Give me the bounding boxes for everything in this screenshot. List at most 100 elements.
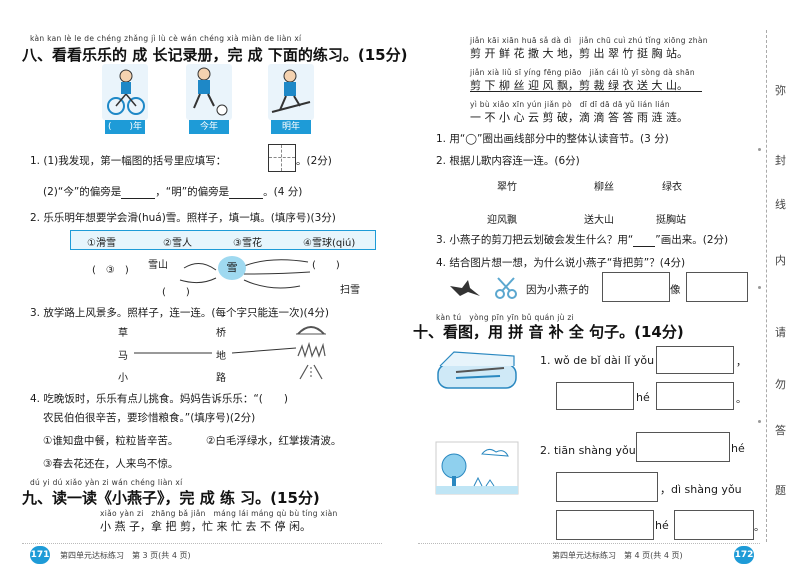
gutter-dot: [758, 286, 761, 289]
s10-q2-period: 。: [754, 521, 765, 533]
s10-q1-answer-1[interactable]: [656, 346, 734, 374]
snow-connector-lines: [179, 259, 311, 289]
q8-2-options-bar: ①滑雪 ②雪人 ③雪花 ④雪球(qiú): [70, 230, 376, 250]
q8-1b-text-a: (2)“今”的偏旁是: [43, 186, 122, 198]
scissors-icon: [494, 276, 518, 300]
s10-q1-comma: ，: [736, 356, 747, 368]
s10-q1-answer-3[interactable]: [656, 382, 734, 410]
q9-3-text-a: 3. 小燕子的剪刀把云划破会发生什么？用“: [436, 234, 634, 246]
gutter-dot: [758, 420, 761, 423]
q8-3-left-3: 小: [118, 373, 128, 384]
q8-1b-text-c: 。(4 分): [263, 186, 303, 198]
bridge-picture: [296, 320, 326, 336]
poem-underline: [470, 91, 702, 92]
gutter-char-1: 弥: [775, 84, 786, 97]
q8-3-text: 3. 放学路上风景多。照样子，连一连。(每个字只能连一次)(4分): [30, 307, 329, 319]
poem-line-1-pinyin: jiǎn kāi xiān huā sǎ dà dì jiǎn chū cuì …: [470, 36, 708, 45]
underline-sample: [633, 234, 656, 247]
q8-3-mid-3: 路: [216, 373, 226, 384]
q9-2-top-3: 绿衣: [662, 182, 682, 193]
q8-3-left-1: 草: [118, 328, 128, 339]
answer-box-feature[interactable]: [602, 272, 670, 302]
gutter-char-2: 封: [775, 154, 786, 167]
s10-q2-answer-2[interactable]: [556, 472, 658, 502]
q8-1a-text: 1. (1)我发现，第一幅图的括号里应填写：: [30, 155, 227, 167]
s10-q1-label: 1. wǒ de bǐ dài lǐ yǒu: [540, 354, 655, 367]
s8-title: 八、看看乐乐的 成 长记录册，完 成 下面的练习。(15分): [22, 46, 408, 64]
s9-pinyin: dú yi dú xiǎo yàn zi wán chéng liàn xí: [30, 478, 183, 487]
option-4: ④雪球(qiú): [303, 238, 356, 249]
q8-1a-score: 。(2分): [296, 155, 332, 167]
s10-q2-he2: hé: [655, 519, 669, 532]
poem-line-0-pinyin: xiǎo yàn zi zhāng bǎ jiǎn máng lái máng …: [100, 509, 338, 518]
gutter-char-3: 线: [775, 198, 786, 211]
radical-ming-blank[interactable]: [229, 186, 264, 199]
poem-line-3: 一 不 小 心 云 剪 破，滴 滴 答 答 雨 涟 涟。: [470, 111, 688, 124]
q9-2-bottom-1: 迎风飘: [487, 215, 517, 226]
poem-line-2-pinyin: jiǎn xià liǔ sī yíng fēng piāo jiǎn cái …: [470, 68, 695, 77]
s10-title: 十、看图，用 拼 音 补 全 句子。(14分): [413, 323, 684, 341]
right-footer-text: 第四单元达标练习 第 4 页(共 4 页): [552, 551, 683, 560]
q9-4-like: 像: [670, 284, 681, 296]
grass-picture: [296, 341, 326, 358]
q9-2-bottom-2: 送大山: [584, 215, 614, 226]
q8-2-paren-right[interactable]: ( ): [312, 260, 340, 271]
s10-q2-label: 2. tiān shàng yǒu: [540, 444, 636, 457]
gutter-char-8: 题: [775, 484, 786, 497]
right-page-number: 172: [734, 546, 754, 564]
left-footer-text: 第四单元达标练习 第 3 页(共 4 页): [60, 551, 191, 560]
q9-2-text: 2. 根据儿歌内容连一连。(6分): [436, 155, 580, 167]
poem-line-0: 小 燕 子，拿 把 剪，忙 来 忙 去 不 停 闲。: [100, 520, 311, 533]
s8-pinyin: kàn kan lè le de chéng zhǎng jì lù cè wá…: [30, 34, 302, 43]
road-picture: [296, 364, 326, 380]
q9-2-top-1: 翠竹: [497, 182, 517, 193]
poem-line-1: 剪 开 鲜 花 撒 大 地，剪 出 翠 竹 挺 胸 站。: [470, 47, 688, 60]
poem-line-2: 剪 下 柳 丝 迎 风 飘，剪 裁 绿 衣 送 大 山。: [470, 79, 688, 92]
radical-jin-blank[interactable]: [121, 186, 156, 199]
s10-q2-answer-3[interactable]: [556, 510, 654, 540]
snow-center-blob: 雪: [218, 256, 246, 280]
s10-q1-answer-2[interactable]: [556, 382, 634, 410]
option-2: ②雪人: [163, 238, 192, 249]
s9-title: 九、读一读《小燕子》，完 成 练 习。(15分): [22, 489, 320, 507]
tianzige-box[interactable]: [268, 144, 296, 172]
s10-q2-answer-1[interactable]: [636, 432, 730, 462]
q8-3-mid-1: 桥: [216, 328, 226, 339]
q9-3-line: 3. 小燕子的剪刀把云划破会发生什么？用“ ”画出来。(2分): [436, 232, 728, 247]
q8-3-left-2: 马: [118, 351, 128, 362]
gutter-char-7: 答: [775, 424, 786, 437]
gutter-dot: [758, 148, 761, 151]
q8-4-line1: 4. 吃晚饭时，乐乐有点儿挑食。妈妈告诉乐乐：“( ): [30, 393, 288, 405]
q8-1b-line: (2)“今”的偏旁是 ，“明”的偏旁是 。(4 分): [43, 184, 302, 199]
q8-2-paren-bottom[interactable]: ( ): [162, 287, 190, 298]
s10-q1-he: hé: [636, 391, 650, 404]
snow-center-char: 雪: [226, 261, 238, 274]
caption-year-blank: ( )年: [105, 120, 145, 134]
poem-line-3-pinyin: yì bù xiǎo xīn yún jiǎn pò dī dī dā dā y…: [470, 100, 670, 109]
left-page-number-text: 171: [30, 550, 50, 560]
q9-2-top-2: 柳丝: [594, 182, 614, 193]
left-page-number: 171: [30, 546, 50, 564]
sweep-snow-label: 扫雪: [340, 285, 360, 296]
caption-next-year: 明年: [271, 120, 311, 134]
q9-4-text: 4. 结合图片想一想，为什么说小燕子“背把剪”？(4分): [436, 257, 686, 269]
caption-this-year: 今年: [189, 120, 229, 134]
pencil-case-picture: [434, 350, 520, 392]
s10-q1-period: 。: [736, 393, 747, 405]
q8-2-text: 2. 乐乐明年想要学会滑(huá)雪。照样子，填一填。(填序号)(3分): [30, 212, 336, 224]
s10-q2-answer-4[interactable]: [674, 510, 754, 540]
q8-3-mid-2: 地: [216, 351, 226, 362]
gutter-line: [766, 30, 767, 542]
answer-box-like[interactable]: [686, 272, 748, 302]
q8-2-paren-left[interactable]: ( ③ ): [92, 265, 129, 276]
gutter-char-5: 请: [775, 326, 786, 339]
q9-2-bottom-3: 挺胸站: [656, 215, 686, 226]
growth-picture-3: [268, 64, 314, 120]
option-3: ③雪花: [233, 238, 262, 249]
outdoor-scene-picture: [434, 440, 520, 496]
s10-pinyin: kàn tú yòng pīn yīn bǔ quán jù zi: [436, 313, 574, 322]
left-footer-bar: [22, 543, 382, 562]
swallow-icon: [448, 276, 482, 300]
right-page-number-text: 172: [734, 550, 754, 560]
right-footer-bar: [418, 543, 760, 562]
